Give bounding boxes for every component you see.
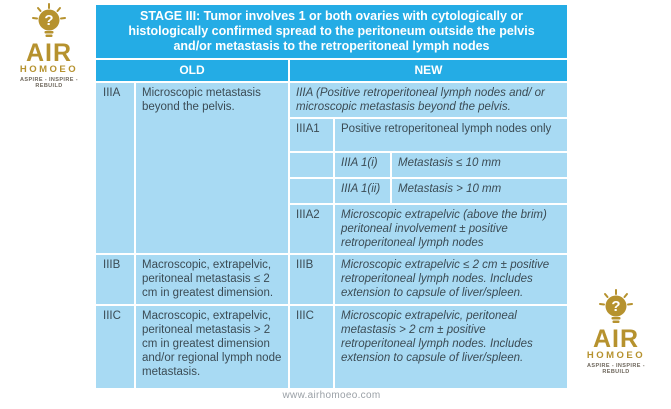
sub-row-label-iiia1i: IIIA 1(i) [335,153,390,177]
new-row-iiia2: IIIA2 Microscopic extrapelvic (above the… [290,205,567,253]
row-group-iiib: IIIB Macroscopic, extrapelvic, peritonea… [96,255,567,304]
svg-text:?: ? [611,298,620,315]
air-homoeo-logo-bottom: ? AIR HOMOEO ASPIRE - INSPIRE - REBUILD [574,288,658,375]
new-intro-iiia: IIIA (Positive retroperitoneal lymph nod… [290,83,567,117]
row-group-iiic: IIIC Macroscopic, extrapelvic, peritonea… [96,306,567,388]
new-row-iiia-intro: IIIA (Positive retroperitoneal lymph nod… [290,83,567,117]
new-column-iiia: IIIA (Positive retroperitoneal lymph nod… [290,83,567,253]
new-row-iiib: IIIB Microscopic extrapelvic ≤ 2 cm ± po… [290,255,567,304]
new-description-iiic: Microscopic extrapelvic, peritoneal meta… [335,306,567,388]
new-column-iiic: IIIC Microscopic extrapelvic, peritoneal… [290,306,567,388]
old-description-iiia: Microscopic metastasis beyond the pelvis… [136,83,288,253]
logo-homoeo-text: HOMOEO [19,64,79,75]
row-group-iiia: IIIA Microscopic metastasis beyond the p… [96,83,567,253]
table-title: STAGE III: Tumor involves 1 or both ovar… [96,5,567,58]
col-header-old: OLD [96,60,288,81]
svg-text:?: ? [44,12,53,29]
new-row-iiic: IIIC Microscopic extrapelvic, peritoneal… [290,306,567,388]
row-label-iiic: IIIC [96,306,134,388]
stage-iii-table: STAGE III: Tumor involves 1 or both ovar… [96,5,567,388]
new-row-iiia1i: IIIA 1(i) Metastasis ≤ 10 mm [290,153,567,177]
lightbulb-icon: ? [32,3,66,37]
old-description-iiib: Macroscopic, extrapelvic, peritoneal met… [136,255,288,304]
sub-row-label-iiia2: IIIA2 [290,205,333,253]
sub-row-label-iiia1: IIIA1 [290,119,333,151]
new-description-iiia2: Microscopic extrapelvic (above the brim)… [335,205,567,253]
new-description-iiia1: Positive retroperitoneal lymph nodes onl… [335,119,567,151]
new-column-iiib: IIIB Microscopic extrapelvic ≤ 2 cm ± po… [290,255,567,304]
website-url: www.airhomoeo.com [282,390,381,401]
new-description-iiia1i: Metastasis ≤ 10 mm [392,153,567,177]
logo-tagline: ASPIRE - INSPIRE - REBUILD [587,363,645,375]
column-headers: OLD NEW [96,60,567,81]
sub-row-label-iiib: IIIB [290,255,333,304]
logo-tagline: ASPIRE - INSPIRE - REBUILD [20,77,78,89]
row-label-iiib: IIIB [96,255,134,304]
lightbulb-icon: ? [599,289,633,323]
empty-cell [290,153,333,177]
new-row-iiia1: IIIA1 Positive retroperitoneal lymph nod… [290,119,567,151]
logo-homoeo-text: HOMOEO [586,350,646,361]
empty-cell [290,179,333,203]
air-homoeo-logo-top: ? AIR HOMOEO ASPIRE - INSPIRE - REBUILD [7,2,91,89]
new-row-iiia1ii: IIIA 1(ii) Metastasis > 10 mm [290,179,567,203]
logo-air-text: AIR [25,39,73,67]
row-label-iiia: IIIA [96,83,134,253]
old-description-iiic: Macroscopic, extrapelvic, peritoneal met… [136,306,288,388]
col-header-new: NEW [290,60,567,81]
sub-row-label-iiia1ii: IIIA 1(ii) [335,179,390,203]
sub-row-label-iiic: IIIC [290,306,333,388]
new-description-iiia1ii: Metastasis > 10 mm [392,179,567,203]
logo-air-text: AIR [592,325,640,353]
new-description-iiib: Microscopic extrapelvic ≤ 2 cm ± positiv… [335,255,567,304]
